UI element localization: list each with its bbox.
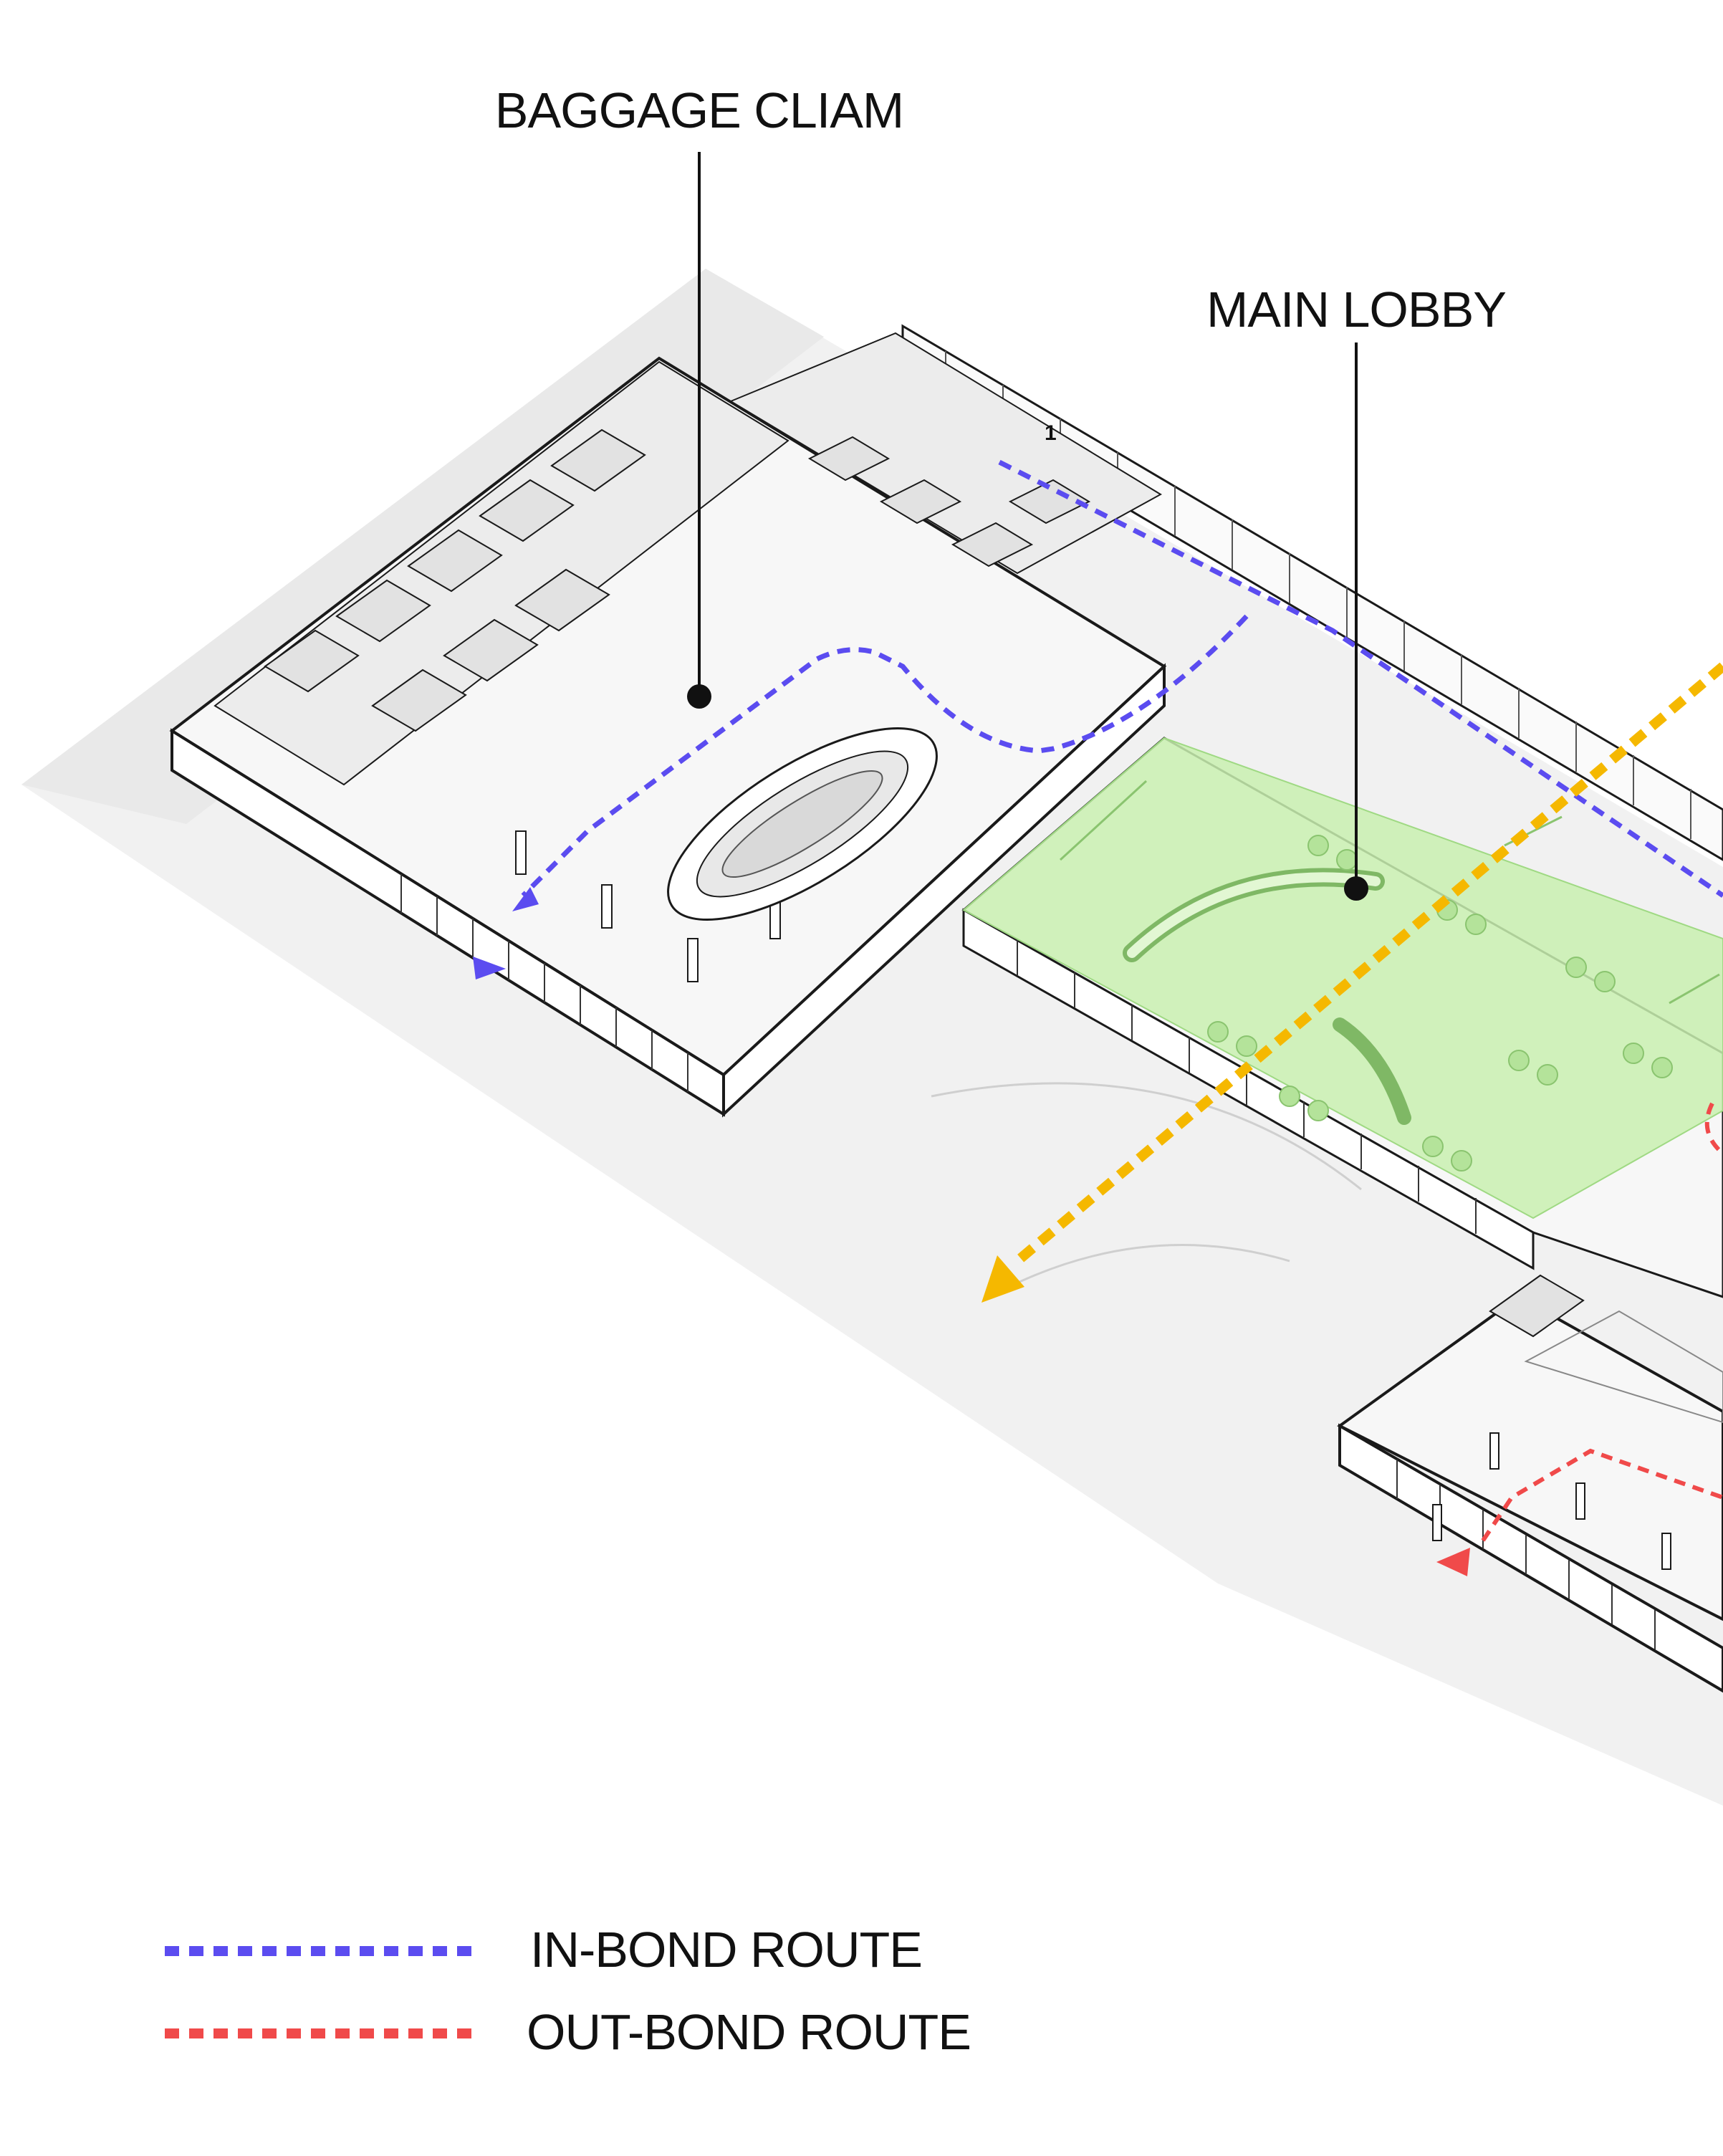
baggage-claim-label: BAGGAGE CLIAM: [495, 82, 903, 138]
in-bond-route: [473, 459, 1723, 979]
main-lobby-label: MAIN LOBBY: [1206, 282, 1506, 337]
arrowhead-icon: [982, 1255, 1024, 1303]
baggage-carousel: [667, 727, 938, 921]
ground-arcs: [931, 1082, 1362, 1291]
legend-in-bond-label: IN-BOND ROUTE: [530, 1922, 922, 1978]
in-bond-arrowhead-icon: [512, 887, 539, 911]
baggage-claim-callout: BAGGAGE CLIAM: [495, 82, 904, 709]
main-lobby-zone: [962, 737, 1723, 1220]
legend-out-bond-label: OUT-BOND ROUTE: [527, 2004, 971, 2060]
room-number-label: 1: [1045, 421, 1057, 445]
main-lobby-callout: MAIN LOBBY: [1206, 282, 1507, 901]
triangle-left-icon: [1436, 1548, 1470, 1576]
out-bond-building: [1337, 1274, 1723, 1693]
public-flow-route: [982, 662, 1723, 1303]
triangle-right-icon: [473, 957, 506, 979]
legend: IN-BOND ROUTE OUT-BOND ROUTE: [165, 1922, 971, 2060]
out-bond-route: [1436, 1102, 1723, 1576]
baggage-claim-building: [169, 332, 1167, 1118]
